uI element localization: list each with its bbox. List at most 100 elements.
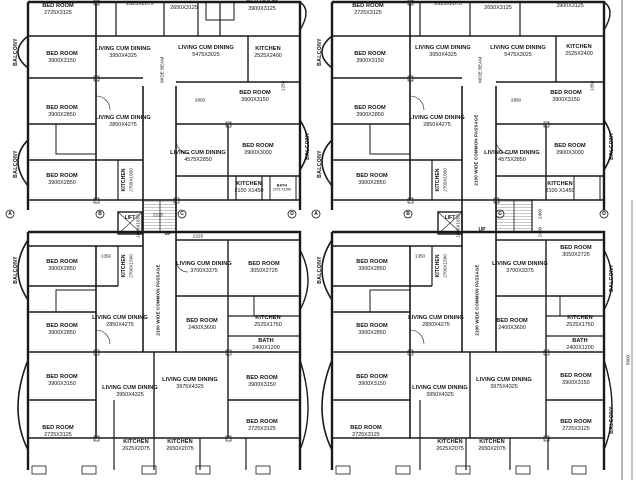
east-balcony-3 bbox=[603, 119, 613, 171]
east-block bbox=[311, 0, 633, 480]
wide-beam-label: WIDE BEAM bbox=[159, 56, 165, 84]
dimension-label: 1350 bbox=[414, 253, 426, 259]
room-label: 2650X3125 bbox=[170, 4, 198, 11]
kitchen-vertical-dim: 2700X1500 bbox=[442, 254, 448, 278]
west-balcony-2 bbox=[17, 139, 29, 187]
balcony-label: BALCONY bbox=[305, 132, 311, 160]
east-balcony-2 bbox=[321, 139, 333, 187]
balcony-label: BALCONY bbox=[317, 38, 323, 66]
balcony-label: BALCONY bbox=[609, 132, 615, 160]
balcony-label: BALCONY bbox=[13, 256, 19, 284]
dimension-label: 2225 bbox=[152, 212, 164, 218]
corridor-label: 2100 WIDE COMMON PASSAGE bbox=[155, 264, 161, 336]
dimension-label: 1350 bbox=[100, 253, 112, 259]
east-balcony-1 bbox=[321, 35, 333, 69]
kitchen-vertical-dim: 2700X1500 bbox=[128, 168, 134, 192]
west-balcony-3 bbox=[299, 119, 309, 171]
balcony-label: BALCONY bbox=[317, 256, 323, 284]
dimension-label: 2850 bbox=[510, 97, 522, 103]
grid-mark: A bbox=[8, 211, 12, 217]
room-label: 2650X3125 bbox=[484, 4, 512, 11]
lift-label: LIFT bbox=[444, 215, 456, 221]
kitchen-vertical-dim: 2700X1500 bbox=[442, 168, 448, 192]
west-stairs bbox=[142, 199, 177, 233]
dimension-label: 5600 bbox=[625, 354, 631, 366]
dimension-label: 2400 bbox=[537, 208, 543, 220]
west-balcony-1 bbox=[17, 35, 29, 69]
balcony-label: BALCONY bbox=[13, 38, 19, 66]
grid-mark: C bbox=[498, 211, 502, 217]
kitchen-vertical-label: KITCHEN bbox=[435, 168, 441, 192]
wide-beam-label: WIDE BEAM bbox=[477, 56, 483, 84]
kitchen-vertical-label: KITCHEN bbox=[121, 254, 127, 278]
grid-mark: B bbox=[406, 211, 410, 217]
stair-up-label: UP bbox=[478, 227, 486, 233]
grid-mark: D bbox=[290, 211, 294, 217]
east-lift bbox=[437, 211, 463, 235]
corridor-label: 2100 WIDE COMMON PASSAGE bbox=[473, 114, 479, 186]
room-label: 2625X2075 bbox=[126, 0, 154, 7]
dimension-label: 2400 bbox=[537, 226, 543, 238]
west-balcony-4 bbox=[17, 239, 29, 301]
dimension-label: 1350 bbox=[589, 80, 595, 92]
grid-mark: D bbox=[602, 211, 606, 217]
lift-dim: 1800X1650 bbox=[135, 214, 141, 238]
corridor-label: 2100 WIDE COMMON PASSAGE bbox=[474, 264, 480, 336]
stair-up-label: UP bbox=[164, 231, 172, 237]
east-lower-outer-wall bbox=[330, 230, 606, 470]
kitchen-vertical-label: KITCHEN bbox=[435, 254, 441, 278]
west-lift bbox=[117, 211, 143, 235]
grid-mark: A bbox=[314, 211, 318, 217]
grid-mark: C bbox=[180, 211, 184, 217]
dimension-label: 1250 bbox=[280, 80, 286, 92]
kitchen-vertical-label: KITCHEN bbox=[121, 168, 127, 192]
room-label: 2625X2075 bbox=[434, 0, 462, 7]
dimension-label: 2850 bbox=[194, 97, 206, 103]
